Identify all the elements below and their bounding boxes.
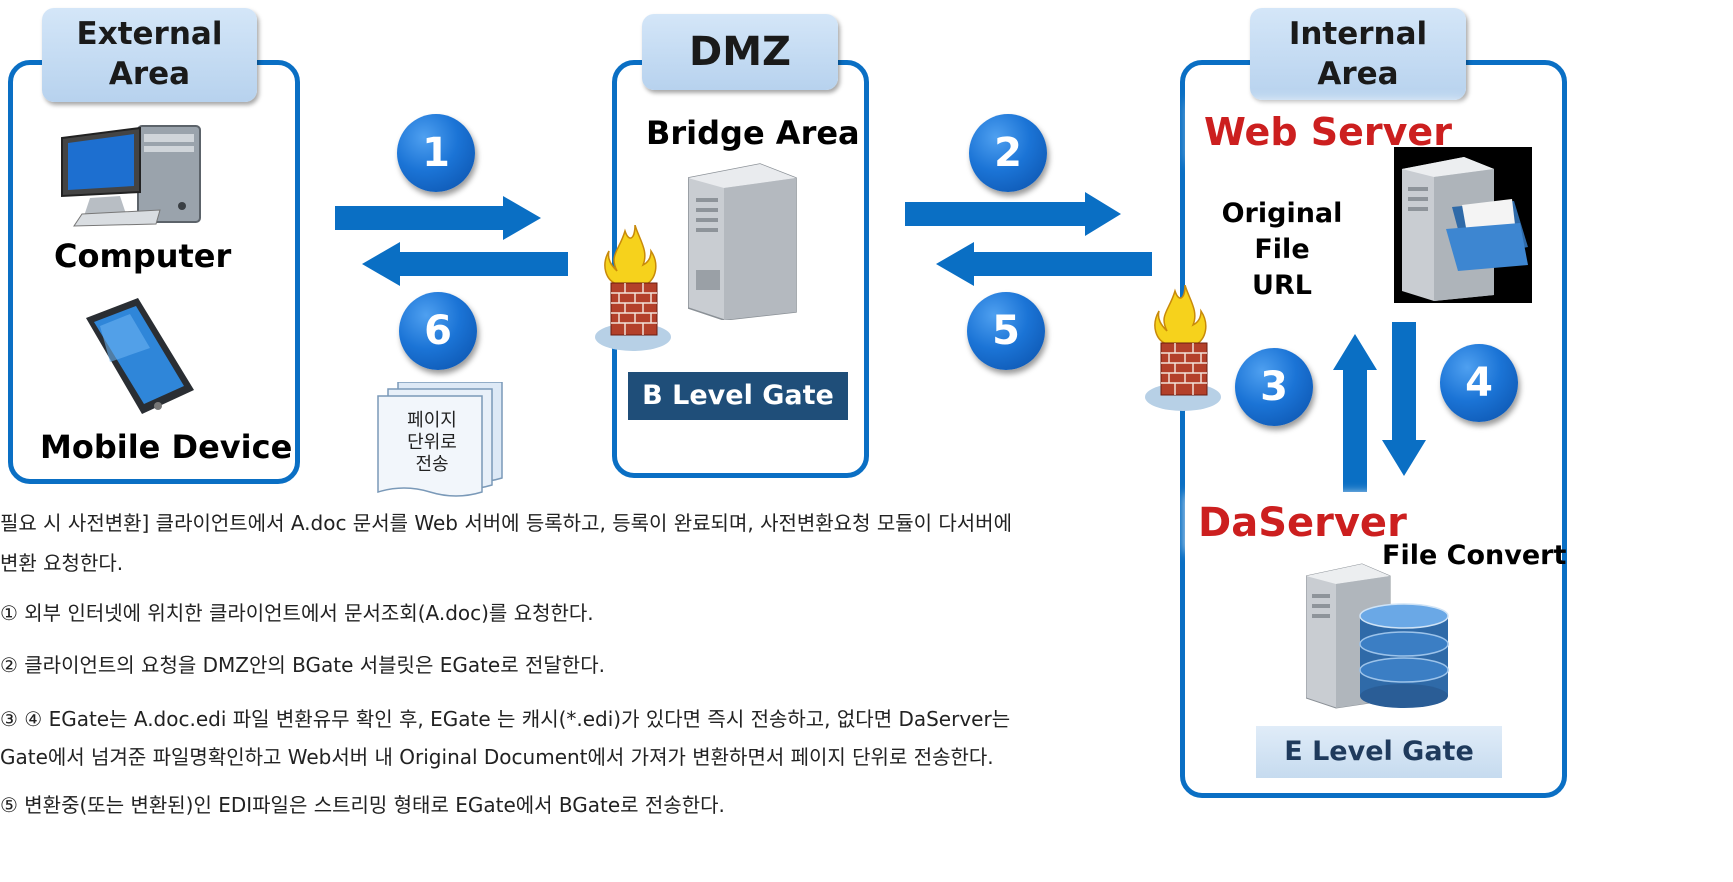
step-4-marker: 4 <box>1440 344 1518 422</box>
internal-tab-line1: Internal <box>1288 16 1428 52</box>
mobile-device-icon <box>86 298 194 414</box>
file-convert-label: File Convert <box>1382 540 1567 571</box>
left-arrow-icon <box>362 242 568 286</box>
computer-label: Computer <box>54 237 232 275</box>
daserver-label: DaServer <box>1192 500 1413 546</box>
external-tab-line2: Area <box>108 56 191 92</box>
document-stack-icon <box>377 382 503 497</box>
original-file-url-label: Original File URL <box>1192 196 1372 304</box>
right-arrow-icon <box>335 196 541 240</box>
description-line-5: Gate에서 넘겨준 파일명확인하고 Web서버 내 Original Docu… <box>0 745 994 769</box>
bridge-area-label: Bridge Area <box>646 114 860 152</box>
step-2-marker: 2 <box>969 114 1047 192</box>
b-level-gate-label: B Level Gate <box>642 380 834 411</box>
description-line-3: ② 클라이언트의 요청을 DMZ안의 BGate 서블릿은 EGate로 전달한… <box>0 653 605 677</box>
server-icon <box>688 163 797 320</box>
note-line3: 전송 <box>415 454 449 475</box>
external-tab-line1: External <box>76 16 223 52</box>
internal-area-tab: Internal Area <box>1250 8 1466 100</box>
e-level-gate: E Level Gate <box>1256 726 1502 778</box>
description-line-0: 필요 시 사전변환] 클라이언트에서 A.doc 문서를 Web 서버에 등록하… <box>0 511 1012 535</box>
description-line-1: 변환 요청한다. <box>0 551 124 575</box>
computer-icon <box>61 125 201 227</box>
external-area-tab: External Area <box>42 8 257 102</box>
database-server-icon <box>1306 563 1449 709</box>
up-arrow-icon <box>1333 334 1377 492</box>
e-level-gate-label: E Level Gate <box>1284 736 1474 767</box>
step-6-marker: 6 <box>399 292 477 370</box>
page-transfer-note: 페이지 단위로 전송 <box>380 410 484 476</box>
mobile-device-label: Mobile Device <box>40 428 293 466</box>
step-5-marker: 5 <box>967 292 1045 370</box>
note-line2: 단위로 <box>407 432 457 453</box>
original-file-line2: URL <box>1252 270 1312 301</box>
dmz-tab: DMZ <box>642 14 838 90</box>
down-arrow-icon <box>1382 322 1426 476</box>
step-1-marker: 1 <box>397 114 475 192</box>
original-file-line1: Original File <box>1221 198 1343 265</box>
firewall-icon <box>1145 285 1221 411</box>
left-arrow-icon <box>936 242 1152 286</box>
description-line-2: ① 외부 인터넷에 위치한 클라이언트에서 문서조회(A.doc)를 요청한다. <box>0 601 594 625</box>
b-level-gate: B Level Gate <box>628 372 848 420</box>
description-line-4: ③ ④ EGate는 A.doc.edi 파일 변환유무 확인 후, EGate… <box>0 707 1011 731</box>
description-line-6: ⑤ 변환중(또는 변환된)인 EDI파일은 스트리밍 형태로 EGate에서 B… <box>0 793 725 817</box>
step-3-marker: 3 <box>1235 348 1313 426</box>
web-server-folder-icon <box>1394 147 1532 303</box>
right-arrow-icon <box>905 192 1121 236</box>
internal-tab-line2: Area <box>1317 56 1399 92</box>
note-line1: 페이지 <box>407 410 457 431</box>
firewall-icon <box>595 225 671 351</box>
